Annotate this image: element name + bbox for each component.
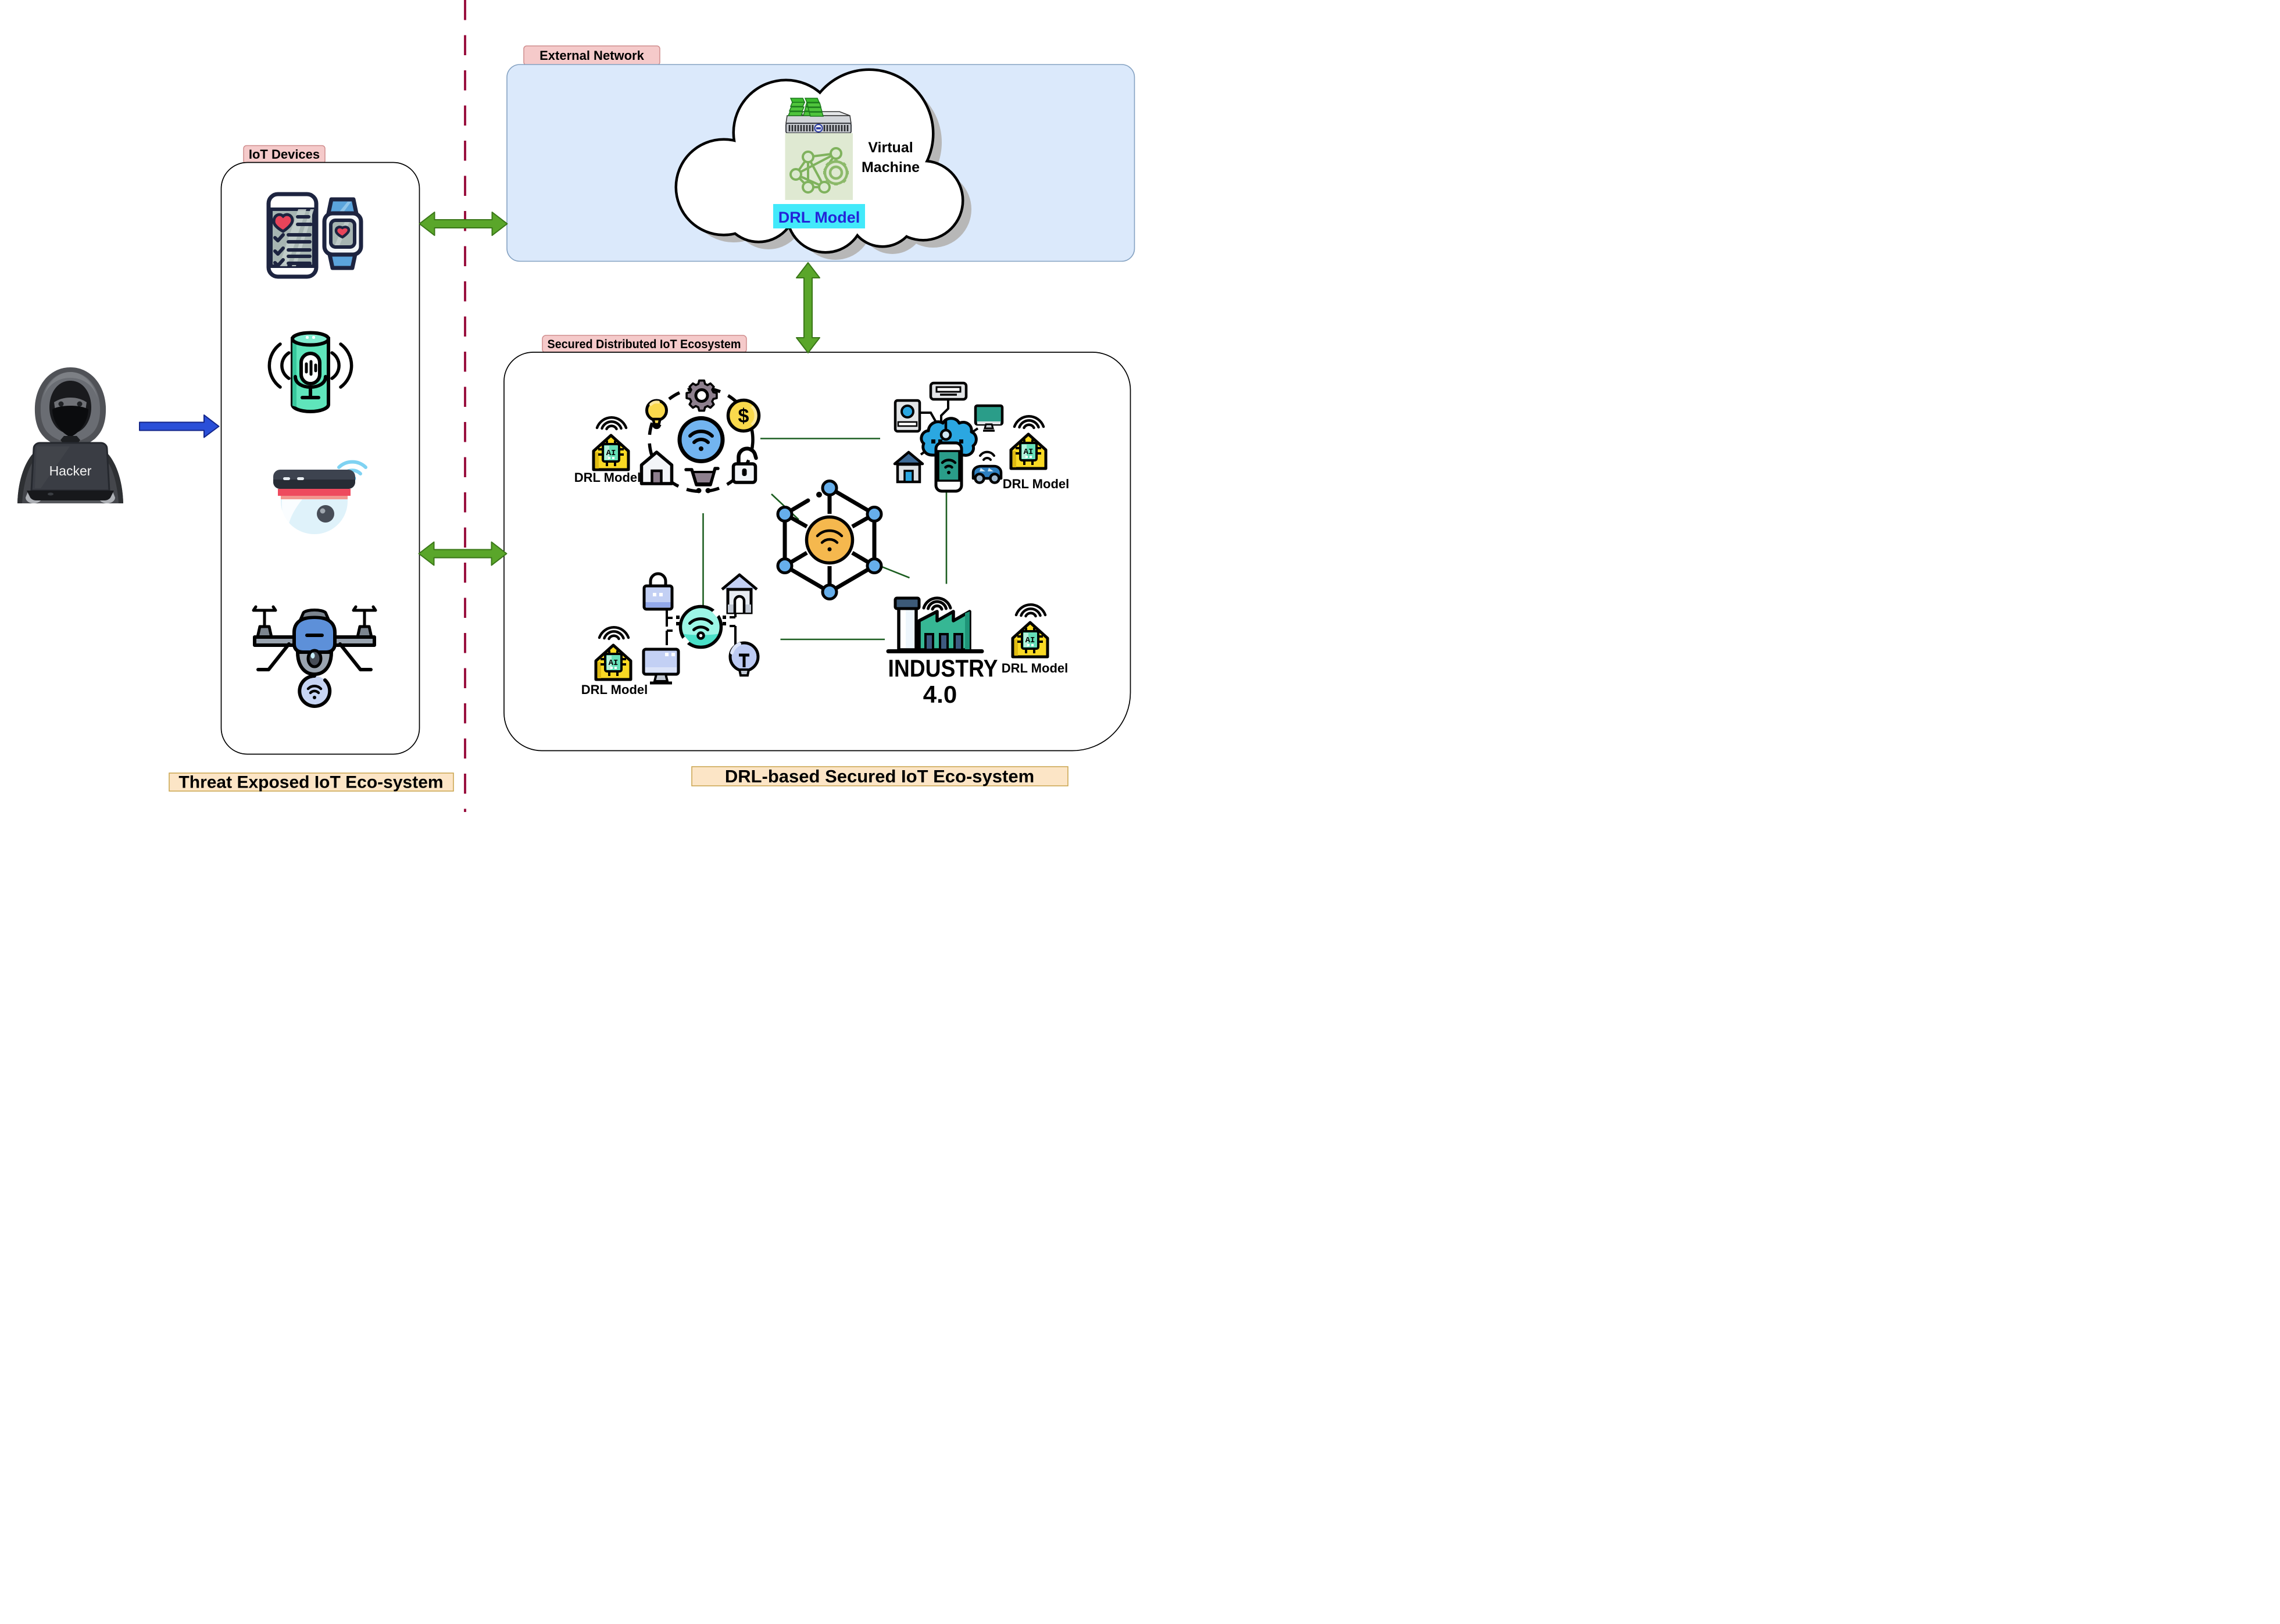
svg-text:DRL Model: DRL Model [581,682,648,697]
svg-text:DRL Model: DRL Model [574,470,641,485]
svg-text:4.0: 4.0 [923,681,957,708]
svg-text:DRL Model: DRL Model [1002,661,1068,675]
svg-text:Threat Exposed IoT Eco-system: Threat Exposed IoT Eco-system [178,773,443,792]
svg-text:$: $ [738,405,749,427]
svg-text:Virtual: Virtual [868,139,913,156]
svg-text:External Network: External Network [539,48,644,63]
svg-text:Machine: Machine [862,159,920,176]
svg-text:DRL-based Secured IoT Eco-syst: DRL-based Secured IoT Eco-system [725,766,1034,786]
svg-text:DRL Model: DRL Model [1003,477,1069,491]
svg-text:Hacker: Hacker [49,463,92,478]
svg-text:Secured Distributed IoT Ecosys: Secured Distributed IoT Ecosystem [548,338,741,351]
svg-text:DRL Model: DRL Model [778,209,860,226]
svg-text:INDUSTRY: INDUSTRY [888,654,998,682]
svg-text:IoT Devices: IoT Devices [249,147,320,162]
